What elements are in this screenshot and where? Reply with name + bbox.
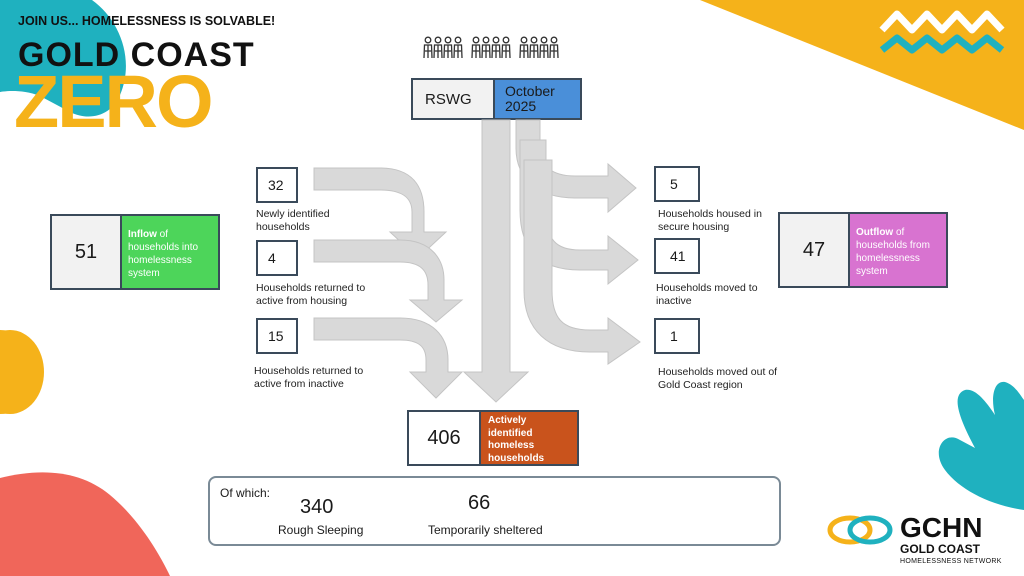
coral-corner-bottom-left (0, 472, 170, 576)
inflow-item-value: 15 (256, 318, 298, 354)
gchn-tagline: HOMELESSNESS NETWORK (900, 558, 1002, 565)
gchn-rings-logo (827, 515, 893, 545)
person-icon (433, 36, 443, 59)
date-label: October 2025 (493, 78, 582, 120)
person-icon (443, 36, 453, 59)
person-icon (471, 36, 481, 59)
inflow-item-label: Households returned to active from inact… (254, 365, 364, 390)
person-icon (453, 36, 463, 59)
outflow-item-label: Households moved to inactive (656, 282, 758, 307)
active-value: 406 (407, 410, 481, 466)
person-icon (423, 36, 433, 59)
white-wave (879, 10, 1005, 34)
teal-hand-bottom-right (938, 381, 1024, 510)
main-down-arrow (462, 119, 530, 403)
person-icon (519, 36, 529, 59)
rough-sleeping-value: 340 (300, 496, 334, 518)
person-icon (549, 36, 559, 59)
outflow-label-rest: of households from homelessness system (856, 227, 930, 277)
inflow-item-value: 32 (256, 167, 298, 203)
brand-title: GOLD COAST (18, 36, 255, 74)
temp-sheltered-label: Temporarily sheltered (428, 523, 543, 537)
outflow-label-bold: Outflow (856, 227, 894, 238)
tagline: JOIN US... HOMELESSNESS IS SOLVABLE! (18, 14, 276, 28)
inflow-item-label: Newly identified households (256, 208, 330, 233)
summary-intro: Of which: (220, 486, 271, 500)
outflow-item-label: Households housed in secure housing (658, 208, 762, 233)
inflow-item-value: 4 (256, 240, 298, 276)
inflow-arrow-3 (313, 317, 464, 399)
brand-zero: ZERO (14, 60, 214, 143)
yellow-blob-left (0, 330, 44, 414)
summary-panel: Of which: 340 Rough Sleeping 66 Temporar… (208, 476, 781, 546)
people-icons (423, 36, 559, 59)
person-icon (529, 36, 539, 59)
inflow-label: Inflow of households into homelessness s… (120, 214, 220, 290)
inflow-label-bold: Inflow (128, 229, 157, 240)
temp-sheltered-value: 66 (468, 492, 491, 514)
outflow-label: Outflow of households from homelessness … (848, 212, 948, 288)
active-label: Actively identified homeless households (479, 410, 579, 466)
outflow-item-value: 1 (654, 318, 700, 354)
person-icon (491, 36, 501, 59)
outflow-item-value: 41 (654, 238, 700, 274)
person-icon (481, 36, 491, 59)
inflow-value: 51 (50, 214, 122, 290)
gchn-subtitle: GOLD COAST (900, 542, 980, 556)
person-icon (501, 36, 511, 59)
outflow-item-value: 5 (654, 166, 700, 202)
teal-wave (879, 34, 1005, 54)
inflow-label-rest: of households into homelessness system (128, 229, 199, 279)
inflow-arrow-2 (313, 239, 464, 323)
teal-hand-top-left (0, 0, 126, 117)
inflow-item-label: Households returned to active from housi… (256, 282, 366, 307)
person-icon (539, 36, 549, 59)
outflow-arrow-3 (523, 159, 641, 365)
outflow-item-label: Households moved out of Gold Coast regio… (658, 366, 778, 391)
gchn-title: GCHN (900, 512, 983, 543)
rough-sleeping-label: Rough Sleeping (278, 523, 364, 537)
outflow-value: 47 (778, 212, 850, 288)
